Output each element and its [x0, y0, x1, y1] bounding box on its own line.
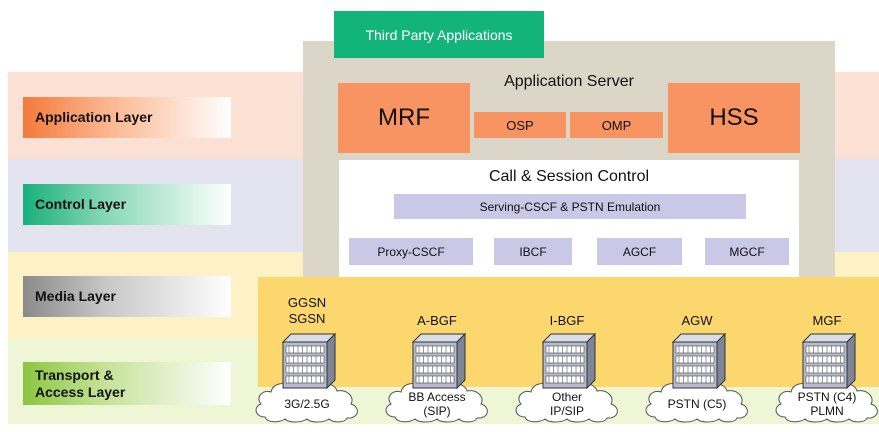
gateway-label-line2: SGSN [288, 311, 326, 326]
gateway-label-line1: MGF [812, 313, 842, 328]
media-layer-label: Media Layer [23, 276, 231, 317]
cloud-label-line1: PSTN (C4) [797, 390, 857, 404]
gateway-label-line1: AGW [681, 313, 713, 328]
proxy-cscf-box: Proxy-CSCF [349, 238, 473, 265]
cloud-label-line2: IP/SIP [549, 404, 584, 418]
ibcf-box: IBCF [494, 238, 572, 265]
mrf-box: MRF [338, 83, 470, 153]
gateway-switch-icon [797, 330, 857, 390]
transport-layer-text-2: Access Layer [35, 383, 126, 400]
cloud-label-line1: BB Access [408, 390, 466, 404]
omp-box: OMP [570, 112, 663, 138]
network-cloud [381, 377, 493, 423]
gateway-switch-icon [277, 330, 337, 390]
gateway-label-line1: GGSN [287, 295, 327, 310]
agcf-box: AGCF [597, 238, 682, 265]
gateway-label-line1: I-BGF [549, 313, 585, 328]
mgcf-box: MGCF [705, 238, 789, 265]
application-layer-label: Application Layer [23, 97, 231, 138]
network-cloud [511, 377, 623, 423]
application-layer-text: Application Layer [35, 109, 153, 125]
gateway-switch-icon [667, 330, 727, 390]
gateway-label: I-BGF [522, 313, 612, 329]
network-cloud-label: PSTN (C4)PLMN [771, 390, 879, 418]
transport-layer-label: Transport & Access Layer [23, 362, 231, 405]
osp-box: OSP [474, 112, 566, 138]
network-cloud-label: 3G/2.5G [251, 397, 363, 411]
gateway-label: AGW [652, 313, 742, 329]
gateway-label: MGF [782, 313, 872, 329]
network-cloud-label: BB Access(SIP) [381, 390, 493, 418]
control-layer-text: Control Layer [35, 196, 127, 212]
network-cloud [771, 377, 879, 423]
cloud-label-line1: PSTN (C5) [667, 397, 727, 411]
cloud-label-line1: Other [551, 390, 582, 404]
media-layer-text: Media Layer [35, 288, 116, 304]
gateway-switch-icon [537, 330, 597, 390]
transport-layer-text-1: Transport & [35, 366, 114, 383]
gateway-label: A-BGF [392, 313, 482, 329]
cloud-label-line2: (SIP) [423, 404, 451, 418]
third-party-applications: Third Party Applications [334, 11, 544, 58]
network-cloud [251, 377, 363, 423]
hss-box: HSS [668, 83, 800, 153]
gateway-switch-icon [407, 330, 467, 390]
network-cloud-label: PSTN (C5) [641, 397, 753, 411]
application-server-title: Application Server [504, 73, 634, 90]
serving-cscf-box: Serving-CSCF & PSTN Emulation [394, 194, 746, 219]
network-cloud [641, 377, 753, 423]
cloud-label-line1: 3G/2.5G [284, 397, 330, 411]
call-session-control-title: Call & Session Control [488, 168, 650, 185]
control-layer-label: Control Layer [23, 184, 231, 225]
cloud-label-line2: PLMN [810, 404, 844, 418]
gateway-label-line1: A-BGF [417, 313, 457, 328]
